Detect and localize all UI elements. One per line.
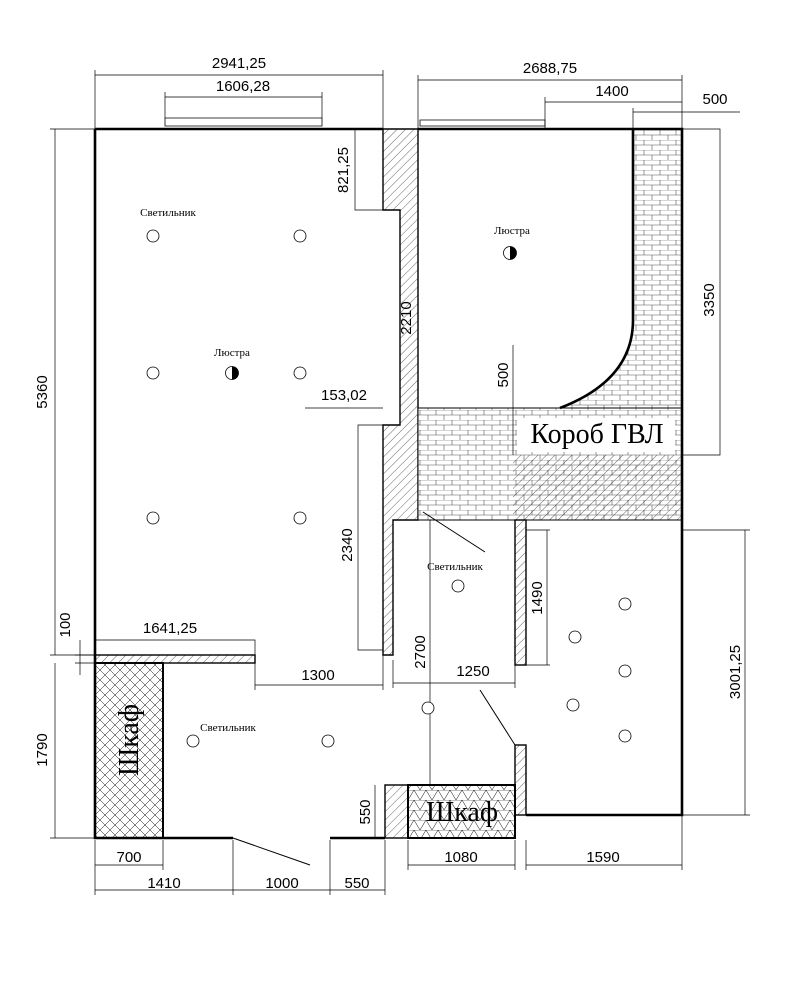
chandelier-icon bbox=[225, 366, 239, 380]
dim-wall-153: 153,02 bbox=[321, 387, 367, 404]
dim-wall-2340: 2340 bbox=[339, 528, 356, 561]
light-icon bbox=[146, 511, 160, 525]
dim-bottom-1590: 1590 bbox=[586, 849, 619, 866]
dim-wall-step: 821,25 bbox=[335, 147, 352, 193]
dim-right-3001: 3001,25 bbox=[727, 645, 744, 699]
label-wardrobe-left: Шкаф bbox=[114, 704, 145, 776]
hatched-wall-bath bbox=[514, 519, 527, 666]
light-icon bbox=[568, 630, 582, 644]
chandelier-icon bbox=[503, 246, 517, 260]
dim-bottom-1080: 1080 bbox=[444, 849, 477, 866]
dim-opening-1300: 1300 bbox=[301, 667, 334, 684]
label-light-2: Светильник bbox=[427, 561, 483, 573]
dim-bath-1490: 1490 bbox=[529, 581, 546, 614]
dim-top-right-500: 500 bbox=[702, 91, 727, 108]
dim-right-3350: 3350 bbox=[701, 283, 718, 316]
light-icon bbox=[321, 734, 335, 748]
structures bbox=[94, 128, 683, 839]
wardrobe-left bbox=[94, 662, 164, 839]
dim-bottom-550: 550 bbox=[344, 875, 369, 892]
label-gvl-box: Короб ГВЛ bbox=[530, 419, 663, 450]
light-icon bbox=[618, 664, 632, 678]
dim-left-1790: 1790 bbox=[34, 733, 51, 766]
light-icon bbox=[566, 698, 580, 712]
light-icon bbox=[293, 366, 307, 380]
dim-left-100: 100 bbox=[57, 612, 74, 637]
light-icon bbox=[618, 729, 632, 743]
dim-top-right-1400: 1400 bbox=[595, 83, 628, 100]
dim-top-left-window: 1606,28 bbox=[216, 78, 270, 95]
dimension-texts: 2941,25 1606,28 2688,75 1400 500 5360 82… bbox=[34, 55, 744, 892]
gvl-box-brick-right bbox=[418, 128, 683, 409]
light-icon bbox=[293, 511, 307, 525]
dim-left-height: 5360 bbox=[34, 375, 51, 408]
light-icon bbox=[146, 229, 160, 243]
gvl-label-bg bbox=[517, 418, 675, 452]
light-icon bbox=[421, 701, 435, 715]
label-light-1: Светильник bbox=[140, 207, 196, 219]
label-wardrobe-right: Шкаф bbox=[426, 797, 498, 828]
room-labels: Светильник Люстра Люстра Светильник Свет… bbox=[114, 207, 664, 828]
dim-corridor-1250: 1250 bbox=[456, 663, 489, 680]
hatched-wall-right-bottom bbox=[514, 744, 527, 816]
light-icon bbox=[146, 366, 160, 380]
dim-bottom-1410: 1410 bbox=[147, 875, 180, 892]
dim-top-right-total: 2688,75 bbox=[523, 60, 577, 77]
dim-bottom-700: 700 bbox=[116, 849, 141, 866]
door-swings bbox=[232, 511, 516, 866]
hatched-block-box bbox=[513, 455, 682, 520]
hatched-wall-center bbox=[382, 128, 419, 656]
hatched-wall-wardrobe bbox=[384, 784, 409, 839]
label-chandelier-2: Люстра bbox=[494, 225, 530, 237]
light-icon bbox=[451, 579, 465, 593]
hatched-partition bbox=[94, 654, 256, 664]
light-icon bbox=[618, 597, 632, 611]
label-chandelier-1: Люстра bbox=[214, 347, 250, 359]
lights bbox=[146, 229, 632, 748]
dim-bottom-1000: 1000 bbox=[265, 875, 298, 892]
dim-top-left-total: 2941,25 bbox=[212, 55, 266, 72]
wardrobe-right bbox=[407, 784, 516, 839]
dimension-lines bbox=[50, 70, 750, 895]
dim-box-500: 500 bbox=[495, 362, 512, 387]
dim-wall-2210: 2210 bbox=[398, 301, 415, 334]
dim-wardrobe-550: 550 bbox=[357, 799, 374, 824]
dim-corridor-2700: 2700 bbox=[412, 635, 429, 668]
dim-partition-1641: 1641,25 bbox=[143, 620, 197, 637]
label-light-3: Светильник bbox=[200, 722, 256, 734]
light-icon bbox=[293, 229, 307, 243]
windows bbox=[164, 117, 546, 127]
light-icon bbox=[186, 734, 200, 748]
